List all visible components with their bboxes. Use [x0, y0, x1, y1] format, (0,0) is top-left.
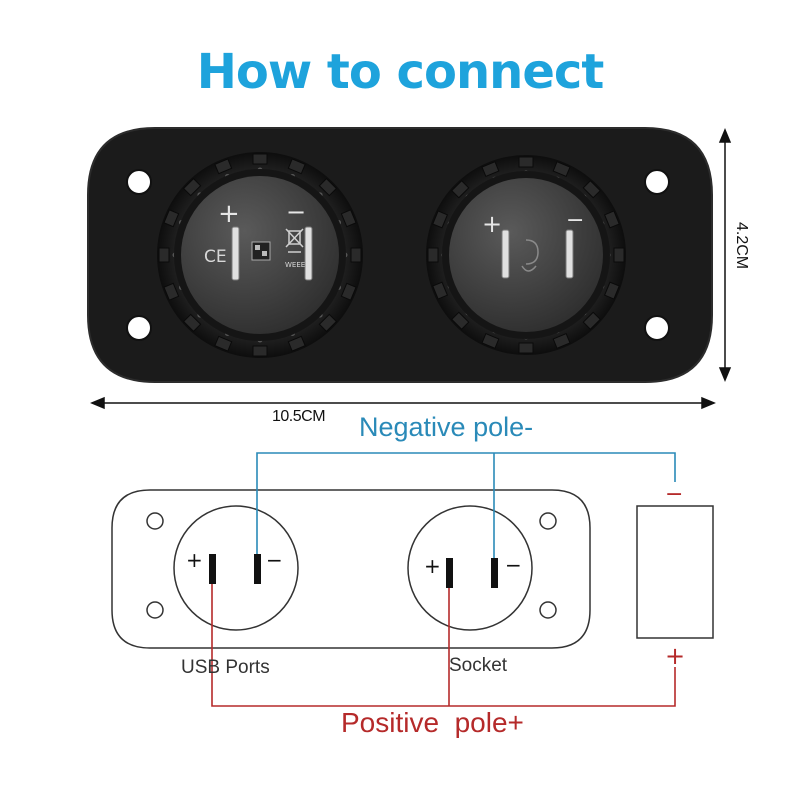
socket-ring-notch	[582, 180, 601, 199]
usb-minus-sign: −	[286, 198, 306, 226]
socket-ring-notch	[451, 311, 470, 330]
usb-terminal-negative	[304, 226, 313, 281]
battery-minus-glyph: −	[665, 482, 683, 507]
usb-socket-outline	[173, 505, 299, 631]
negative-pole-label: Negative pole-	[359, 412, 534, 442]
socket-ring-notch	[182, 313, 202, 333]
usb-socket-photo	[157, 152, 363, 358]
socket-ring-notch	[163, 282, 180, 301]
socket-ring-notch	[252, 345, 268, 357]
socket-logo-icon	[521, 239, 539, 272]
page-title: How to connect	[196, 44, 605, 100]
socket-minus-glyph: −	[505, 553, 522, 577]
socket-ring-notch	[603, 281, 620, 300]
socket-ring-notch	[158, 247, 170, 263]
socket-ring-notch	[214, 335, 233, 352]
width-dimension-arrow	[90, 396, 716, 410]
mount-hole	[126, 315, 152, 341]
socket-ring-notch	[214, 158, 233, 175]
usb-terminal-minus	[254, 554, 261, 584]
socket-ring-notch	[518, 156, 534, 168]
power-socket-photo	[426, 155, 626, 355]
socket-ring-notch	[427, 247, 439, 263]
socket-ring-notch	[603, 210, 620, 229]
socket-ring-notch	[613, 247, 625, 263]
outline-mount-hole	[146, 512, 164, 530]
battery-box	[636, 505, 714, 639]
socket-ring-notch	[481, 332, 500, 349]
socket-ring-notch	[287, 158, 306, 175]
socket-ring-notch	[287, 335, 306, 352]
socket-terminal-negative	[565, 229, 574, 279]
socket-plus-sign: +	[482, 210, 502, 238]
socket-ring-notch	[340, 209, 357, 228]
battery-plus-glyph: +	[665, 642, 685, 670]
socket-terminal-plus	[446, 558, 453, 588]
positive-wire	[211, 584, 676, 707]
usb-plus-sign: +	[218, 199, 240, 229]
usb-terminal-positive	[231, 226, 240, 281]
socket-ring-notch	[182, 177, 202, 197]
mount-hole	[644, 169, 670, 195]
socket-ring-notch	[350, 247, 362, 263]
socket-plus-glyph: +	[424, 554, 441, 578]
mount-hole	[644, 315, 670, 341]
socket-ring-notch	[552, 161, 571, 178]
usb-ports-label: USB Ports	[181, 657, 270, 678]
socket-terminal-minus	[491, 558, 498, 588]
socket-ring-notch	[451, 180, 470, 199]
ce-mark: CE	[204, 247, 227, 267]
socket-ring-notch	[318, 177, 338, 197]
socket-minus-sign: −	[566, 208, 584, 233]
height-dimension-label: 4.2CM	[733, 222, 750, 269]
socket-terminal-positive	[501, 229, 510, 279]
usb-minus-glyph: −	[266, 548, 283, 572]
height-dimension-arrow	[718, 128, 732, 382]
outline-mount-hole	[146, 601, 164, 619]
socket-ring-notch	[340, 282, 357, 301]
outline-mount-hole	[539, 512, 557, 530]
socket-ring-notch	[582, 311, 601, 330]
socket-ring-notch	[432, 281, 449, 300]
usb-plus-glyph: +	[186, 548, 203, 572]
positive-pole-label: Positive pole+	[341, 707, 524, 738]
socket-ring-notch	[552, 332, 571, 349]
socket-ring-notch	[481, 161, 500, 178]
socket-ring-notch	[163, 209, 180, 228]
usb-terminal-plus	[209, 554, 216, 584]
width-dimension-label: 10.5CM	[272, 408, 326, 425]
panel-outline	[111, 489, 591, 649]
outline-mount-hole	[539, 601, 557, 619]
socket-ring-notch	[518, 342, 534, 354]
socket-ring-notch	[432, 210, 449, 229]
power-socket-outline	[407, 505, 533, 631]
socket-label: Socket	[449, 655, 508, 676]
socket-ring-notch	[252, 153, 268, 165]
socket-ring-notch	[318, 313, 338, 333]
negative-wire	[256, 452, 676, 558]
mount-hole	[126, 169, 152, 195]
weee-bin-icon	[285, 228, 304, 253]
weee-text: WEEE	[285, 261, 305, 269]
